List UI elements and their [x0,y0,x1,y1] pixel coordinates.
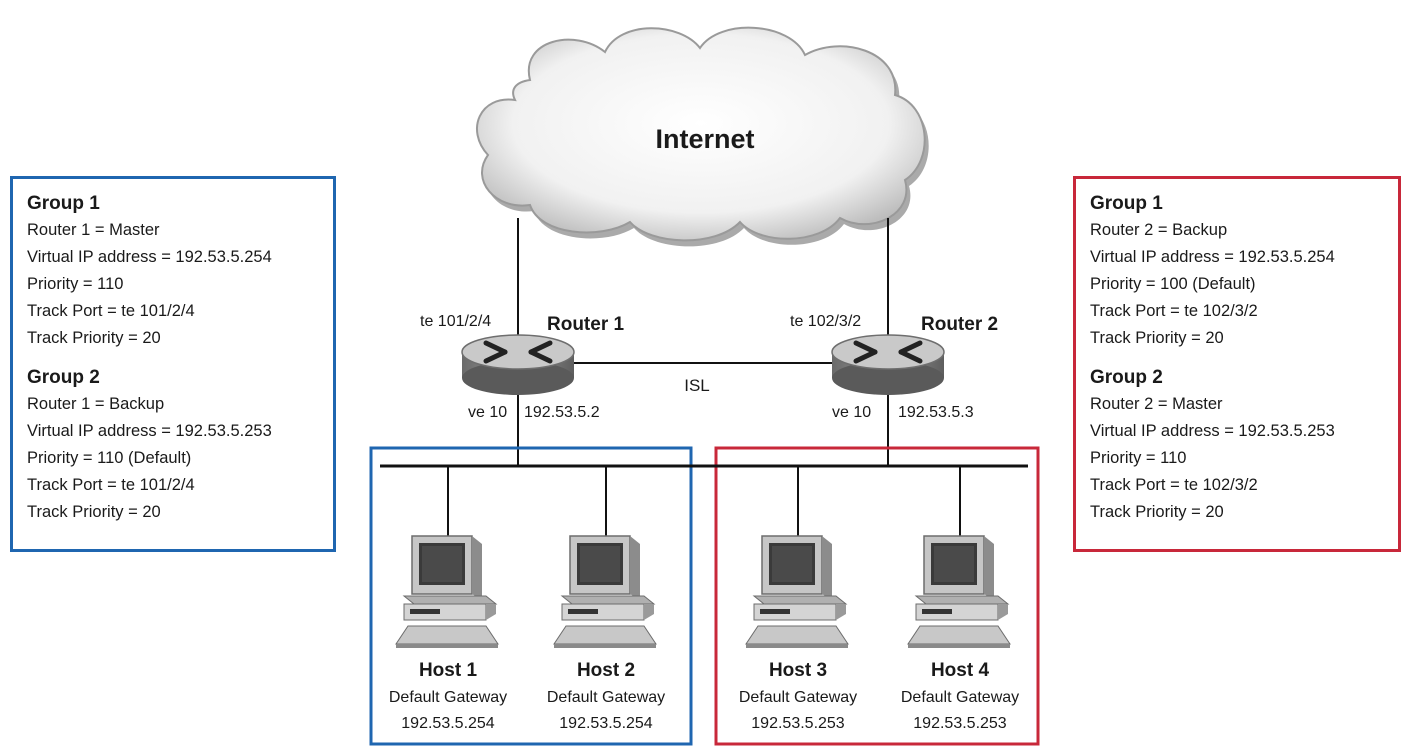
left-group-2-line: Priority = 110 (Default) [27,449,192,467]
right-group-2-line: Priority = 110 [1090,449,1187,467]
host-3: Host 3 Default Gateway 192.53.5.253 [739,466,857,732]
left-group-2-title: Group 2 [27,367,100,388]
host-gateway-ip: 192.53.5.254 [559,715,653,732]
host-group-blue-frame [369,446,693,746]
left-group-2: Group 2 Router 1 = Backup Virtual IP add… [27,365,319,526]
left-group-2-line: Virtual IP address = 192.53.5.253 [27,422,272,440]
host-name: Host 1 [419,660,478,681]
left-group-1-line: Router 1 = Master [27,221,160,239]
host-2: Host 2 Default Gateway 192.53.5.254 [547,466,665,732]
router-1-ip: 192.53.5.2 [524,404,600,421]
right-group-panel: Group 1 Router 2 = Backup Virtual IP add… [1073,176,1401,552]
router-1-icon [461,334,575,395]
left-group-1-line: Track Priority = 20 [27,329,161,347]
host-gateway-ip: 192.53.5.253 [751,715,845,732]
router-2-ip: 192.53.5.3 [898,404,974,421]
internet-cloud: Internet [476,26,929,247]
host-gateway-ip: 192.53.5.254 [401,715,495,732]
computer-icon [745,535,849,648]
router-1-port: te 101/2/4 [420,313,491,330]
computer-icon [395,535,499,648]
host-gateway-label: Default Gateway [547,689,665,706]
right-group-2-title: Group 2 [1090,367,1163,388]
cloud-label: Internet [655,124,754,154]
left-group-2-line: Track Port = te 101/2/4 [27,476,195,494]
left-group-2-line: Track Priority = 20 [27,503,161,521]
right-group-1-line: Priority = 100 (Default) [1090,275,1256,293]
left-group-2-line: Router 1 = Backup [27,395,165,413]
host-name: Host 3 [769,660,827,681]
right-group-2-line: Router 2 = Master [1090,395,1223,413]
host-1: Host 1 Default Gateway 192.53.5.254 [389,466,507,732]
hosts: Host 1 Default Gateway 192.53.5.254 Host 2 D… [389,466,1019,732]
host-name: Host 4 [931,660,990,681]
right-group-1-title: Group 1 [1090,193,1163,214]
right-group-1-line: Virtual IP address = 192.53.5.254 [1090,248,1335,266]
right-group-1: Group 1 Router 2 = Backup Virtual IP add… [1090,191,1384,352]
host-gateway-label: Default Gateway [389,689,507,706]
right-group-1-line: Track Priority = 20 [1090,329,1224,347]
left-group-1-title: Group 1 [27,193,100,214]
isl-label: ISL [684,376,710,395]
host-4: Host 4 Default Gateway 192.53.5.253 [901,466,1019,732]
right-group-1-line: Router 2 = Backup [1090,221,1228,239]
router-2-ve: ve 10 [832,404,871,421]
left-group-panel: Group 1 Router 1 = Master Virtual IP add… [10,176,336,552]
router-1-ve: ve 10 [468,404,507,421]
host-gateway-label: Default Gateway [901,689,1019,706]
router-2-name: Router 2 [921,314,998,335]
router-2-port: te 102/3/2 [790,313,861,330]
right-group-2-line: Track Priority = 20 [1090,503,1224,521]
right-group-2: Group 2 Router 2 = Master Virtual IP add… [1090,365,1384,526]
left-group-1-line: Track Port = te 101/2/4 [27,302,195,320]
left-group-1: Group 1 Router 1 = Master Virtual IP add… [27,191,319,352]
computer-icon [907,535,1011,648]
right-group-2-line: Track Port = te 102/3/2 [1090,476,1258,494]
host-gateway-label: Default Gateway [739,689,857,706]
right-group-2-line: Virtual IP address = 192.53.5.253 [1090,422,1335,440]
router-2-icon [831,334,945,395]
host-name: Host 2 [577,660,635,681]
left-group-1-line: Virtual IP address = 192.53.5.254 [27,248,272,266]
host-gateway-ip: 192.53.5.253 [913,715,1007,732]
host-group-red-frame [714,446,1040,746]
left-group-1-line: Priority = 110 [27,275,124,293]
computer-icon [553,535,657,648]
router-1-name: Router 1 [547,314,625,335]
right-group-1-line: Track Port = te 102/3/2 [1090,302,1258,320]
